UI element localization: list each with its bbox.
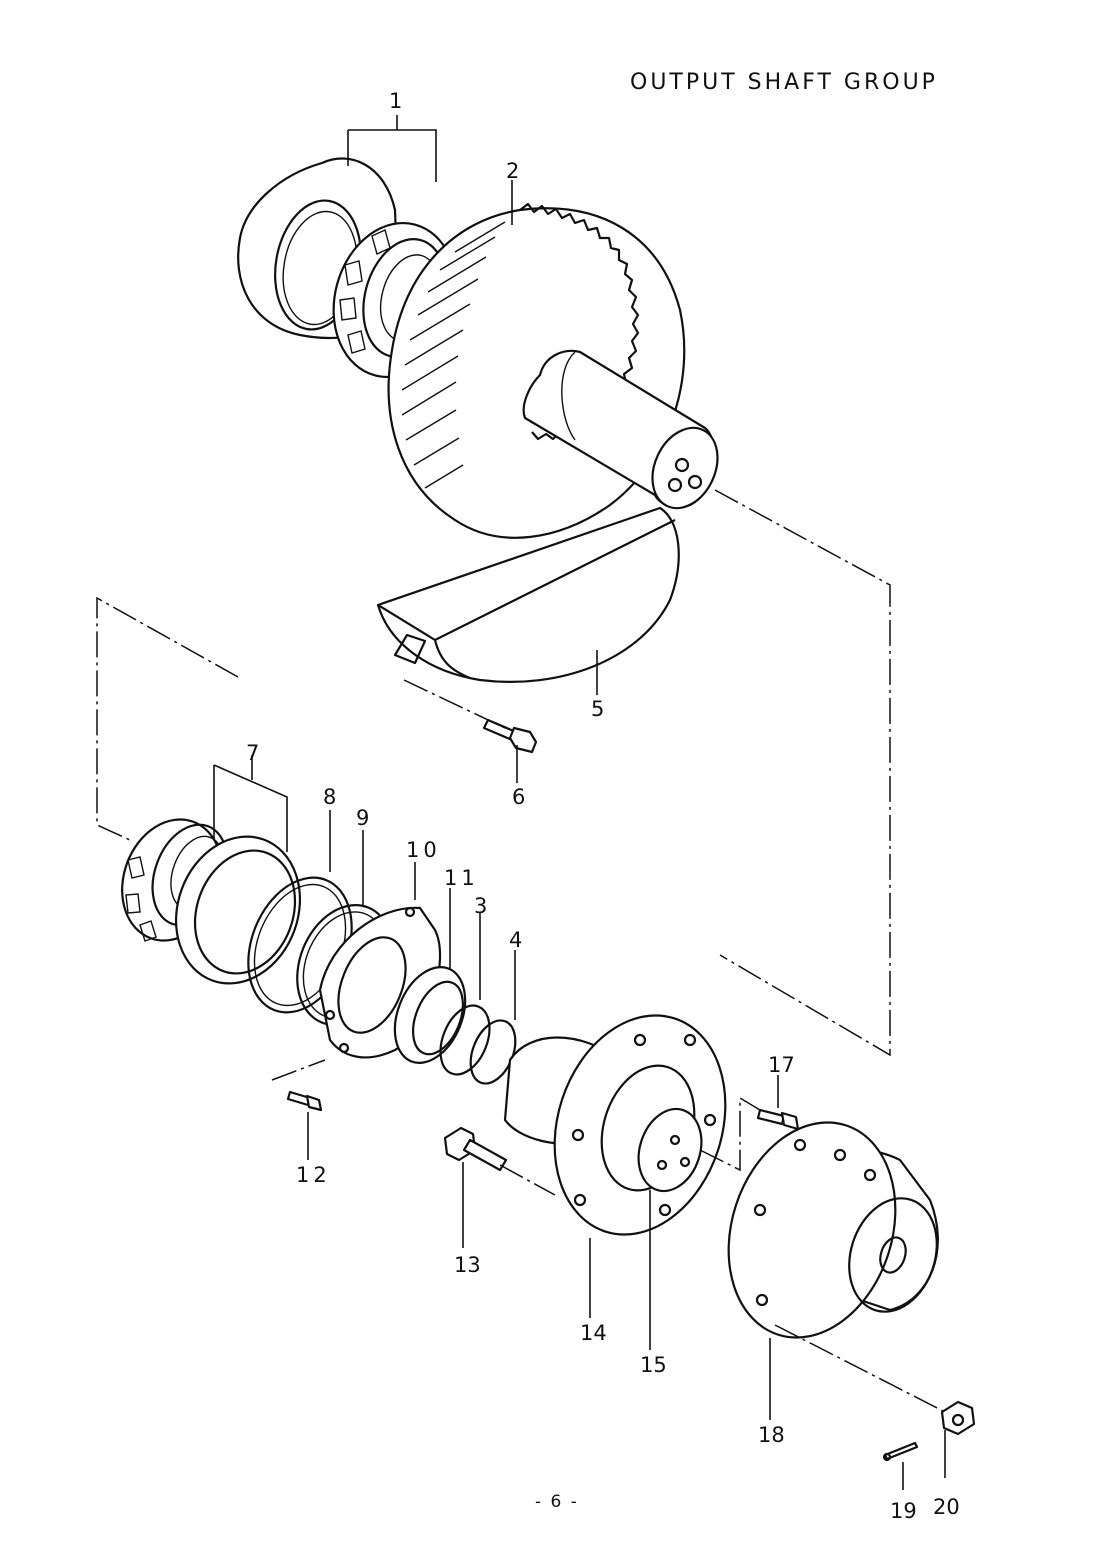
part-2-output-shaft [522,349,719,510]
callout-12: 12 [296,1163,331,1187]
part-18-companion-flange [727,1121,939,1339]
callout-10: 10 [406,838,441,862]
part-5-counterweight [376,506,680,683]
callout-13: 13 [454,1253,481,1277]
part-15-washer-plate [637,1107,703,1193]
callout-1: 1 [389,89,402,113]
part-14-flange-yoke [503,1014,727,1236]
callout-15: 15 [640,1353,667,1377]
part-3-snap-ring [439,1004,491,1076]
part-6-bolt [482,718,538,754]
part-20-castle-nut [940,1400,976,1436]
callout-11: 11 [444,866,479,890]
callout-9: 9 [356,806,369,830]
callout-5: 5 [591,697,604,721]
page-number: - 6 - [535,1492,579,1512]
callout-20: 20 [933,1495,960,1519]
callout-2: 2 [506,159,519,183]
callout-18: 18 [758,1423,785,1447]
callout-8: 8 [323,785,336,809]
callout-7: 7 [246,741,259,765]
part-12-bolt [286,1090,323,1112]
callout-3: 3 [474,894,487,918]
part-19-cotter-pin [882,1441,919,1462]
callout-19: 19 [890,1499,917,1523]
callout-6: 6 [512,785,525,809]
callout-14: 14 [580,1321,607,1345]
part-11-seal [393,966,467,1064]
callout-17: 17 [768,1053,795,1077]
page-title: OUTPUT SHAFT GROUP [630,70,938,95]
part-7-bearing-cup [174,835,302,985]
assembly-centerlines [96,489,946,1413]
callout-labels: 1 2 5 6 7 8 9 10 11 3 4 12 13 14 15 17 1… [246,89,960,1523]
part-13-bolt [443,1126,508,1172]
part-17-bolt [756,1108,800,1131]
callout-4: 4 [509,928,522,952]
